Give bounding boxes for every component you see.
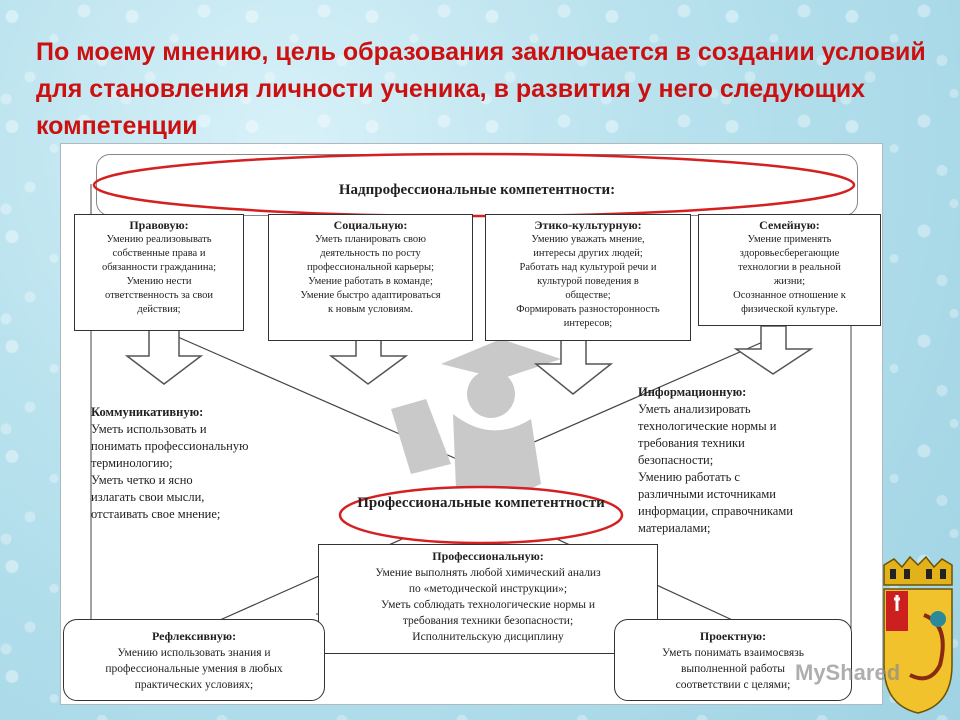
box-socialnuyu: Социальную: Уметь планировать свою деяте…: [268, 214, 473, 341]
box-professionalnuyu: Профессиональную: Умение выполнять любой…: [318, 544, 658, 654]
box-refleksivnuyu: Рефлексивную: Умению использовать знания…: [63, 619, 325, 701]
box-heading: Социальную:: [333, 218, 408, 232]
box-text: Умению использовать знания и профессиона…: [105, 647, 283, 691]
block-heading: Информационную:: [638, 385, 747, 399]
supra-professional-heading: Надпрофессиональные компетентности:: [338, 182, 616, 198]
box-text: Умение выполнять любой химический анализ…: [375, 567, 601, 643]
box-proektnuyu: Проектную: Уметь понимать взаимосвязь вы…: [614, 619, 852, 701]
arrow-down-icon: [124, 328, 204, 385]
box-pravovuyu: Правовую: Умению реализовывать собственн…: [74, 214, 244, 331]
box-heading: Этико-культурную:: [534, 218, 642, 232]
box-etiko-kulturnuyu: Этико-культурную: Умению уважать мнение,…: [485, 214, 691, 341]
box-text: Умение применять здоровьесберегающие тех…: [733, 234, 846, 315]
box-heading: Проектную:: [699, 629, 767, 643]
block-kommunikativnuyu: Коммуникативную: Уметь использовать и по…: [91, 404, 306, 523]
box-heading: Профессиональную:: [432, 549, 544, 563]
box-text: Умению уважать мнение, интересы других л…: [516, 234, 660, 329]
supra-professional-banner: Надпрофессиональные компетентности:: [96, 154, 858, 216]
box-heading: Семейную:: [759, 218, 820, 232]
student-silhouette-icon: [391, 339, 561, 496]
block-text: Уметь использовать и понимать профессион…: [91, 422, 249, 521]
highlight-ellipse-top: [92, 152, 856, 218]
block-informacionnuyu: Информационную: Уметь анализировать техн…: [638, 384, 848, 537]
box-semeynuyu: Семейную: Умение применять здоровьесбере…: [698, 214, 881, 326]
block-text: Уметь анализировать технологические норм…: [638, 402, 793, 535]
box-heading: Рефлексивную:: [151, 629, 237, 643]
box-heading: Правовую:: [129, 218, 189, 232]
highlight-ellipse-center: [338, 485, 624, 545]
box-text: Уметь понимать взаимосвязь выполненной р…: [661, 647, 805, 691]
arrow-down-icon: [733, 325, 814, 375]
box-text: Уметь планировать свою деятельность по р…: [300, 234, 441, 315]
diagram-connectors: [90, 184, 852, 684]
slide-title: По моему мнению, цель образования заключ…: [36, 38, 926, 140]
watermark-text: MyShared: [795, 660, 901, 685]
box-text: Умению реализовывать собственные права и…: [101, 234, 217, 315]
coat-of-arms-logo: [883, 555, 953, 714]
competence-diagram: Надпрофессиональные компетентности: Прав…: [60, 143, 883, 705]
block-heading: Коммуникативную:: [91, 405, 204, 419]
professional-competence-heading: Профессиональные компетентности: [357, 495, 605, 511]
